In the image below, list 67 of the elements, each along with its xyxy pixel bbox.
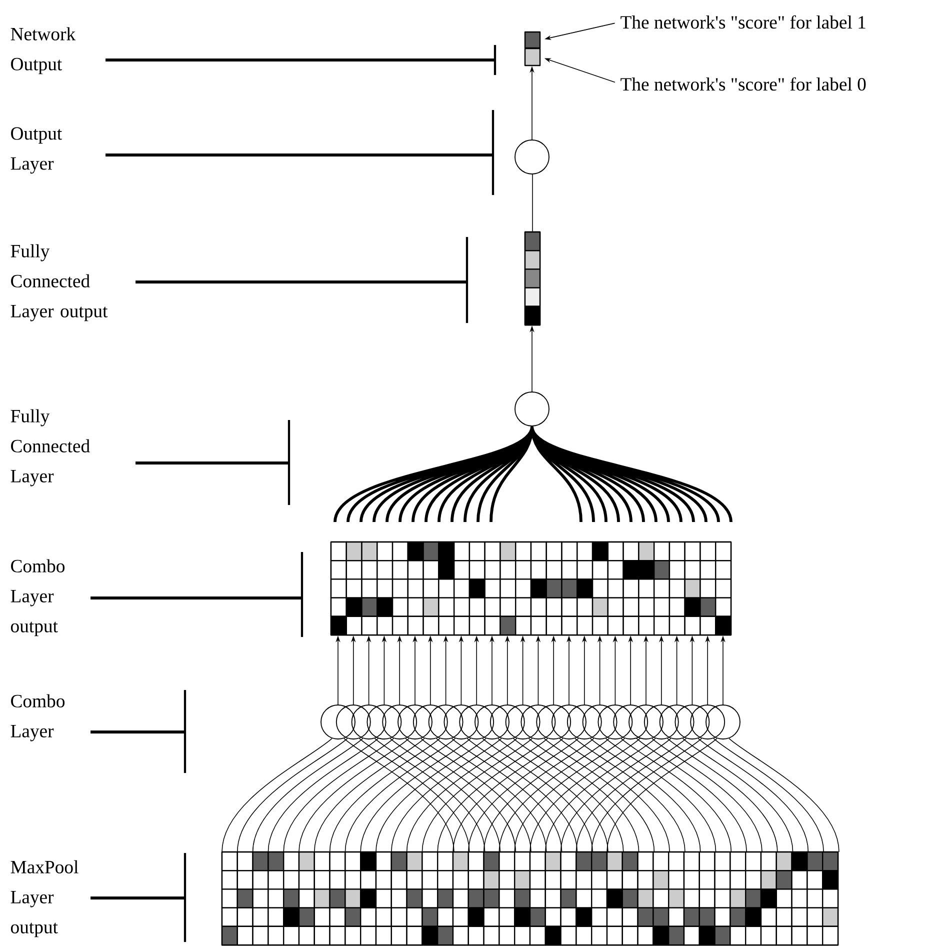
- score-label: The network's "score" for label 1: [620, 15, 866, 29]
- neuron-circle: [459, 704, 494, 740]
- neuron-circle: [428, 704, 464, 740]
- connection-line: [252, 738, 364, 852]
- connection-line: [652, 738, 762, 852]
- leader-line: [136, 462, 289, 464]
- output-cell: [524, 31, 541, 49]
- neuron-circle: [598, 704, 633, 740]
- neuron-circle: [520, 704, 556, 740]
- connection-line: [682, 738, 794, 852]
- feature-grid: [221, 851, 839, 946]
- neuron-circle: [505, 704, 540, 740]
- layer-label: Fully Connected Layer: [10, 409, 90, 486]
- neuron-circle: [514, 140, 550, 174]
- connector-line: [532, 174, 533, 232]
- connection-line: [314, 738, 425, 852]
- output-cell: [524, 48, 541, 66]
- neuron-circle: [444, 704, 479, 740]
- connection-line: [268, 738, 379, 852]
- neuron-circle: [552, 704, 586, 740]
- connection-line: [237, 738, 348, 852]
- connection-line: [620, 738, 732, 852]
- connection-line: [283, 738, 394, 852]
- neuron-circle: [351, 704, 386, 740]
- neuron-circle: [366, 704, 402, 740]
- neuron-circle: [514, 392, 550, 426]
- layer-label: MaxPool Layer output: [10, 860, 78, 938]
- neuron-circle: [382, 704, 418, 740]
- neuron-circle: [412, 704, 448, 740]
- layer-label: Network Output: [10, 27, 76, 74]
- neuron-circle: [644, 704, 679, 740]
- neuron-circle: [320, 704, 356, 740]
- leader-line: [106, 58, 495, 62]
- connection-line: [298, 738, 410, 852]
- neuron-circle: [628, 704, 664, 740]
- vector-column: [524, 231, 541, 326]
- neuron-circle: [690, 704, 726, 740]
- connection-lines: [334, 425, 732, 524]
- leader-line: [136, 280, 467, 284]
- connection-line: [728, 738, 840, 852]
- neuron-circle: [336, 704, 371, 740]
- leader-line: [90, 896, 185, 900]
- neuron-circle: [659, 704, 694, 740]
- neuron-circle: [674, 704, 710, 740]
- neuron-circle: [706, 704, 740, 740]
- layer-label: Combo Layer: [10, 694, 65, 742]
- leader-line: [106, 154, 493, 156]
- neuron-circle: [582, 704, 618, 740]
- neuron-circle: [398, 704, 432, 740]
- layer-label: Combo Layer output: [10, 559, 65, 636]
- neuron-circle: [490, 704, 525, 740]
- leader-line: [90, 730, 185, 734]
- connection-line: [329, 738, 440, 852]
- connection-line: [713, 738, 824, 852]
- neuron-circle: [536, 704, 572, 740]
- layer-label: Fully Connected Layer output: [10, 244, 108, 322]
- connection-line: [666, 738, 778, 852]
- connection-line: [222, 738, 332, 852]
- neuron-circle: [474, 704, 510, 740]
- connection-line: [698, 738, 809, 852]
- score-label: The network's "score" for label 0: [620, 77, 866, 91]
- neuron-circle: [613, 704, 648, 740]
- neuron-circle: [566, 704, 602, 740]
- feature-grid: [330, 541, 732, 636]
- connection-line: [636, 738, 747, 852]
- layer-label: Output Layer: [10, 127, 62, 174]
- leader-line: [90, 596, 302, 600]
